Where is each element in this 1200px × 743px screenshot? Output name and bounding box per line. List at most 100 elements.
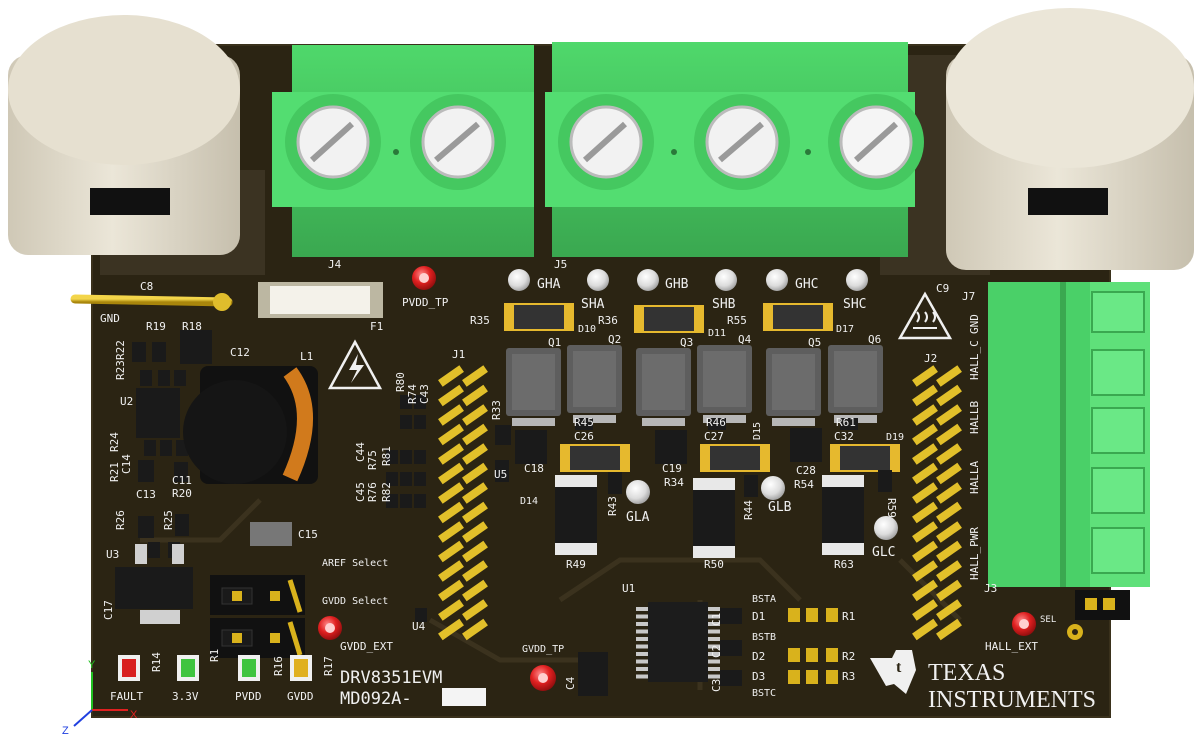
label-hall-sel: SEL: [1040, 615, 1056, 625]
header-pin[interactable]: [438, 521, 464, 543]
header-pin[interactable]: [936, 618, 962, 641]
header-pin[interactable]: [438, 443, 464, 465]
testpoint-ghb[interactable]: [637, 269, 659, 291]
gnd-test-loop[interactable]: [70, 293, 233, 311]
header-pin[interactable]: [462, 423, 488, 446]
header-pin[interactable]: [438, 540, 464, 563]
testpoint-shc[interactable]: [846, 269, 868, 291]
header-pin[interactable]: [936, 599, 962, 621]
ti-brand-line2: INSTRUMENTS: [928, 687, 1096, 713]
testpoint-glb[interactable]: [761, 476, 785, 500]
header-pin[interactable]: [936, 560, 962, 582]
header-pin[interactable]: [438, 365, 464, 387]
header-pin[interactable]: [912, 521, 938, 543]
header-pin[interactable]: [462, 384, 488, 407]
testpoint-glc[interactable]: [874, 516, 898, 540]
header-pin[interactable]: [912, 443, 938, 465]
testpoint-hall-ext[interactable]: [1012, 612, 1036, 636]
header-pin[interactable]: [438, 599, 464, 621]
refdes-Q4: Q4: [738, 333, 752, 346]
jumper-gvdd-select[interactable]: [210, 618, 305, 658]
refdes-U3: U3: [106, 548, 119, 561]
header-pin[interactable]: [462, 443, 488, 465]
header-pin[interactable]: [462, 579, 488, 602]
header-pin[interactable]: [462, 482, 488, 504]
header-pin[interactable]: [912, 462, 938, 485]
refdes-R1: R1: [208, 649, 221, 662]
header-pin[interactable]: [462, 618, 488, 641]
label-pvdd-tp: PVDD_TP: [402, 296, 449, 309]
header-pin[interactable]: [462, 462, 488, 485]
header-pin[interactable]: [912, 501, 938, 524]
header-pin[interactable]: [912, 404, 938, 426]
testpoint-ghc[interactable]: [766, 269, 788, 291]
header-pin[interactable]: [936, 579, 962, 602]
refdes-R1b: R1: [842, 610, 855, 623]
header-pin[interactable]: [438, 560, 464, 582]
testpoint-gla[interactable]: [626, 480, 650, 504]
fuse-f1: [258, 282, 383, 318]
header-pin[interactable]: [462, 560, 488, 582]
header-pin[interactable]: [936, 404, 962, 426]
header-pin[interactable]: [462, 540, 488, 563]
header-pin[interactable]: [912, 365, 938, 387]
header-pin[interactable]: [462, 521, 488, 543]
refdes-Q2: Q2: [608, 333, 621, 346]
header-pin[interactable]: [936, 482, 962, 504]
header-pin[interactable]: [936, 521, 962, 543]
axis-triad-icon: [73, 672, 128, 727]
header-pin[interactable]: [936, 384, 962, 407]
testpoint-gvdd[interactable]: [530, 665, 556, 691]
header-pin[interactable]: [912, 423, 938, 446]
header-pin[interactable]: [438, 482, 464, 504]
header-pin[interactable]: [912, 579, 938, 602]
header-pin[interactable]: [462, 365, 488, 387]
refdes-D14: D14: [520, 496, 538, 507]
header-pin[interactable]: [438, 384, 464, 407]
header-pin[interactable]: [462, 501, 488, 524]
header-pin[interactable]: [936, 501, 962, 524]
refdes-C8: C8: [140, 280, 153, 293]
label-sha: SHA: [581, 297, 605, 312]
header-pin[interactable]: [912, 560, 938, 582]
header-pin[interactable]: [912, 618, 938, 641]
board-name: DRV8351EVM: [340, 668, 442, 688]
refdes-R43: R43: [606, 496, 619, 516]
testpoint-gha[interactable]: [508, 269, 530, 291]
refdes-D2: D2: [752, 650, 765, 663]
refdes-R20: R20: [172, 487, 192, 500]
testpoint-pvdd[interactable]: [412, 266, 436, 290]
testpoint-sha[interactable]: [587, 269, 609, 291]
label-j7: J7: [962, 290, 975, 303]
hall-sel-jumper[interactable]: [1067, 590, 1130, 640]
header-pin[interactable]: [936, 540, 962, 563]
header-pin[interactable]: [462, 404, 488, 426]
header-pin[interactable]: [936, 423, 962, 446]
header-pin[interactable]: [438, 579, 464, 602]
header-pin[interactable]: [936, 462, 962, 485]
jumper-aref-select[interactable]: [210, 575, 305, 615]
refdes-C44: C44: [354, 442, 367, 462]
header-pin[interactable]: [936, 443, 962, 465]
header-pin[interactable]: [912, 482, 938, 504]
led-fault: [118, 655, 140, 681]
header-pin[interactable]: [438, 618, 464, 641]
header-pin[interactable]: [438, 423, 464, 446]
refdes-C17: C17: [102, 600, 115, 620]
header-pin[interactable]: [438, 501, 464, 524]
header-pin[interactable]: [438, 462, 464, 485]
testpoint-shb[interactable]: [715, 269, 737, 291]
header-pin[interactable]: [462, 599, 488, 621]
header-pin[interactable]: [912, 599, 938, 621]
refdes-C26: C26: [574, 430, 594, 443]
header-pin[interactable]: [936, 365, 962, 387]
header-pin[interactable]: [912, 540, 938, 563]
refdes-R2: R2: [842, 650, 855, 663]
refdes-R3: R3: [842, 670, 855, 683]
ic-pin: [636, 674, 648, 679]
testpoint-gvdd-ext[interactable]: [318, 616, 342, 640]
refdes-C2: C2: [710, 645, 723, 658]
label-gvdd-ext: GVDD_EXT: [340, 640, 393, 653]
header-pin[interactable]: [438, 404, 464, 426]
header-pin[interactable]: [912, 384, 938, 407]
